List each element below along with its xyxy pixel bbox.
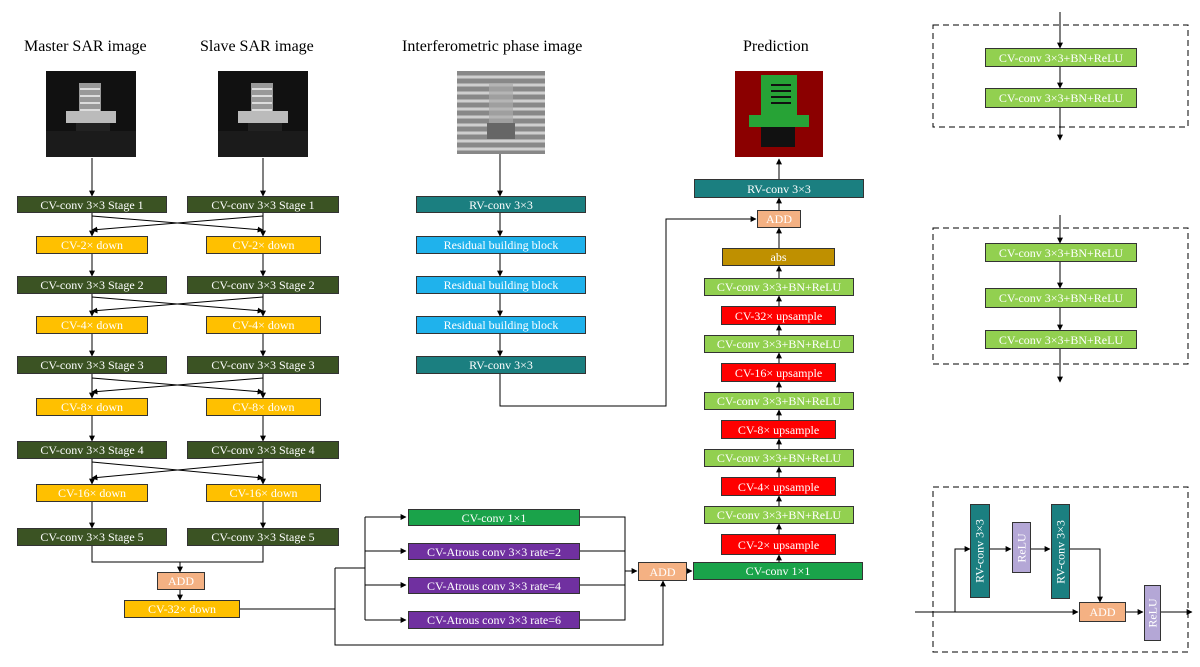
left-stage2: CV-conv 3×3 Stage 2	[17, 276, 167, 294]
upsample-16x: CV-16× upsample	[721, 363, 836, 382]
master-title: Master SAR image	[24, 38, 147, 55]
aspp-out-conv: CV-conv 1×1	[693, 562, 863, 580]
slave-sar-image	[218, 71, 308, 157]
upsample-8x: CV-8× upsample	[721, 420, 836, 439]
right-down4: CV-4× down	[206, 316, 321, 334]
slave-title: Slave SAR image	[200, 38, 314, 55]
abs-block: abs	[722, 248, 835, 266]
aspp-atrous-rate4: CV-Atrous conv 3×3 rate=4	[408, 577, 580, 594]
left-down4: CV-4× down	[36, 316, 148, 334]
aspp-atrous-rate2: CV-Atrous conv 3×3 rate=2	[408, 543, 580, 560]
decoder-conv-2: CV-conv 3×3+BN+ReLU	[704, 335, 854, 353]
upsample-2x: CV-2× upsample	[721, 534, 836, 555]
master-sar-image	[46, 71, 136, 157]
left-down2: CV-2× down	[36, 236, 148, 254]
right-stage1: CV-conv 3×3 Stage 1	[187, 196, 339, 213]
legend2-conv-c: CV-conv 3×3+BN+ReLU	[985, 330, 1137, 349]
left-stage5: CV-conv 3×3 Stage 5	[17, 528, 167, 546]
right-down16: CV-16× down	[206, 484, 321, 502]
legend1-conv-b: CV-conv 3×3+BN+ReLU	[985, 88, 1137, 108]
legend3-add: ADD	[1079, 602, 1126, 622]
left-stage4: CV-conv 3×3 Stage 4	[17, 441, 167, 459]
phase-image	[457, 71, 545, 154]
left-stage1: CV-conv 3×3 Stage 1	[17, 196, 167, 213]
legend1-conv-a: CV-conv 3×3+BN+ReLU	[985, 48, 1137, 67]
phase-rv-conv-bottom: RV-conv 3×3	[416, 356, 586, 374]
legend3-rv-conv-a: RV-conv 3×3	[970, 504, 990, 598]
upsample-4x: CV-4× upsample	[721, 477, 836, 496]
upsample-32x: CV-32× upsample	[721, 306, 836, 325]
decoder-rv-conv: RV-conv 3×3	[694, 179, 864, 198]
phase-title: Interferometric phase image	[402, 38, 583, 55]
aspp-conv1x1: CV-conv 1×1	[408, 509, 580, 526]
legend2-conv-a: CV-conv 3×3+BN+ReLU	[985, 243, 1137, 262]
decoder-conv-3: CV-conv 3×3+BN+ReLU	[704, 392, 854, 410]
aspp-add: ADD	[638, 562, 687, 581]
decoder-conv-5: CV-conv 3×3+BN+ReLU	[704, 506, 854, 524]
prediction-image	[735, 71, 823, 157]
decoder-add: ADD	[757, 210, 801, 228]
decoder-conv-4: CV-conv 3×3+BN+ReLU	[704, 449, 854, 467]
right-down8: CV-8× down	[206, 398, 321, 416]
right-down2: CV-2× down	[206, 236, 321, 254]
legend3-relu-a: ReLU	[1012, 522, 1031, 573]
right-stage5: CV-conv 3×3 Stage 5	[187, 528, 339, 546]
down32: CV-32× down	[124, 600, 240, 618]
encoder-add: ADD	[157, 572, 205, 590]
left-down16: CV-16× down	[36, 484, 148, 502]
left-stage3: CV-conv 3×3 Stage 3	[17, 356, 167, 374]
residual-block-2: Residual building block	[416, 276, 586, 294]
right-stage4: CV-conv 3×3 Stage 4	[187, 441, 339, 459]
residual-block-1: Residual building block	[416, 236, 586, 254]
legend3-relu-b: ReLU	[1144, 585, 1161, 641]
prediction-title: Prediction	[743, 38, 809, 55]
residual-block-3: Residual building block	[416, 316, 586, 334]
right-stage3: CV-conv 3×3 Stage 3	[187, 356, 339, 374]
legend3-rv-conv-b: RV-conv 3×3	[1051, 504, 1070, 599]
decoder-conv-1: CV-conv 3×3+BN+ReLU	[704, 278, 854, 296]
phase-rv-conv-top: RV-conv 3×3	[416, 196, 586, 213]
aspp-atrous-rate6: CV-Atrous conv 3×3 rate=6	[408, 611, 580, 629]
right-stage2: CV-conv 3×3 Stage 2	[187, 276, 339, 294]
left-down8: CV-8× down	[36, 398, 148, 416]
legend2-conv-b: CV-conv 3×3+BN+ReLU	[985, 288, 1137, 308]
